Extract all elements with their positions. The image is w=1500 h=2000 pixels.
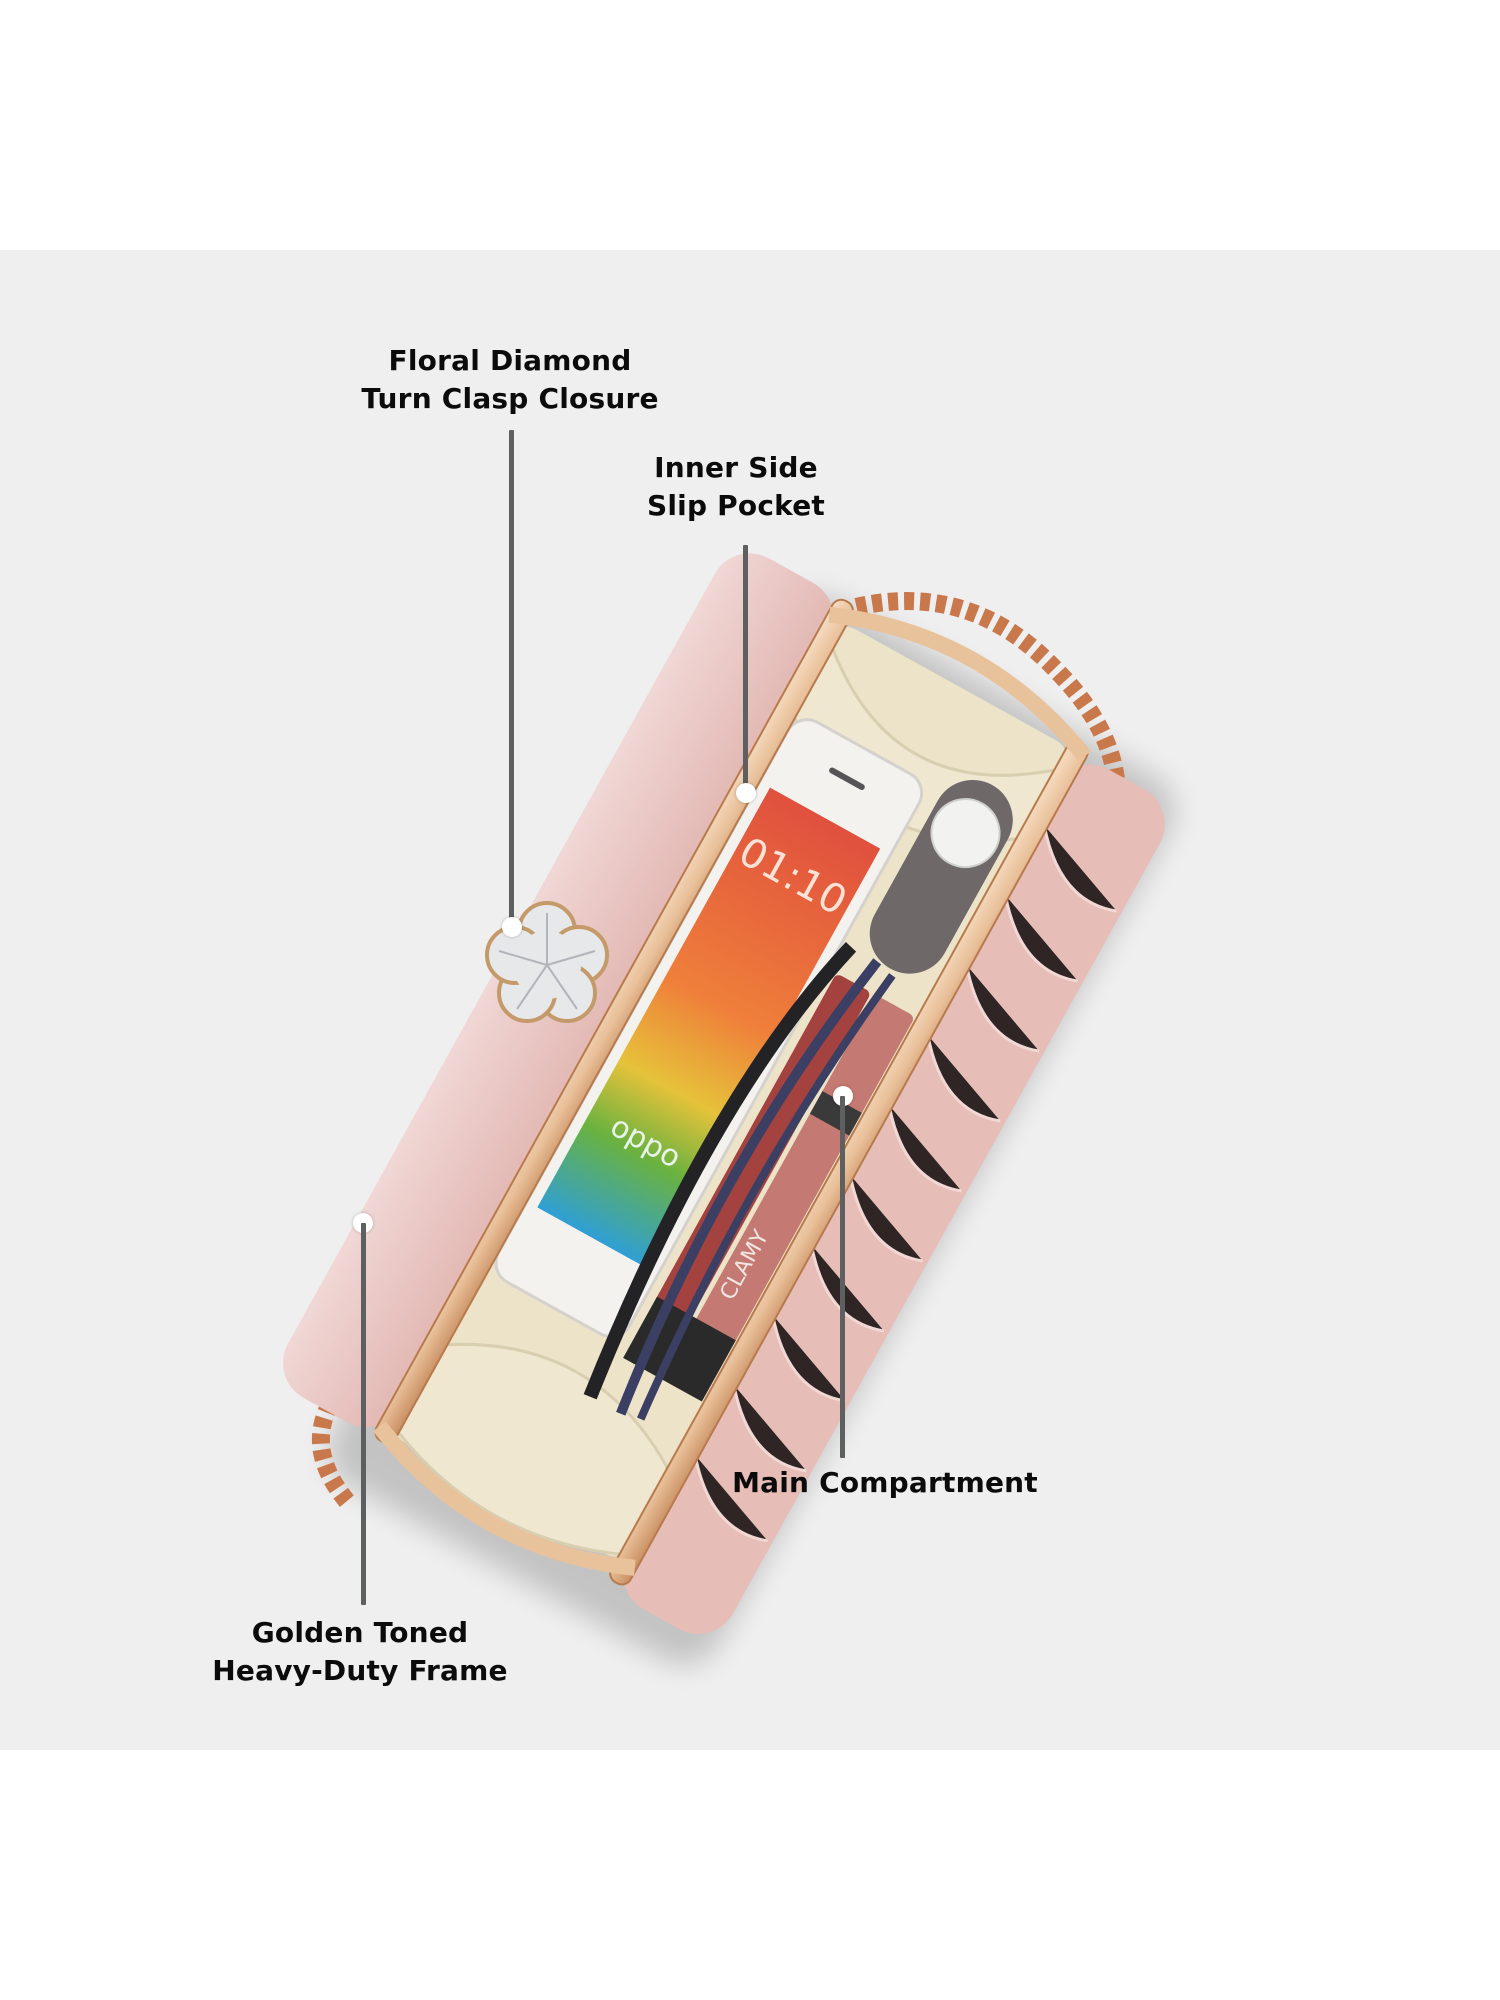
callout-label-line: Floral Diamond [388, 344, 632, 377]
callout-label-line: Golden Toned [251, 1616, 469, 1649]
callout-label-line: Turn Clasp Closure [361, 382, 659, 415]
callout-line-compartment [840, 1096, 845, 1458]
callout-dot-pocket [736, 783, 756, 803]
callout-label-line: Main Compartment [732, 1466, 1038, 1499]
callout-label-compartment: Main Compartment [720, 1464, 1050, 1502]
callout-label-line: Heavy-Duty Frame [212, 1654, 508, 1687]
callout-line-clasp [509, 430, 514, 927]
phone-in-pocket: 01:10 oppo [494, 718, 924, 1338]
callout-line-frame [361, 1223, 366, 1605]
floral-diamond-clasp [485, 901, 609, 1023]
callout-dot-clasp [502, 917, 522, 937]
callout-label-frame: Golden Toned Heavy-Duty Frame [200, 1614, 520, 1690]
callout-label-clasp: Floral Diamond Turn Clasp Closure [360, 342, 660, 418]
callout-label-line: Slip Pocket [647, 489, 825, 522]
callout-label-line: Inner Side [654, 451, 818, 484]
callout-line-pocket [743, 545, 748, 793]
chain-strap-top [854, 592, 1126, 798]
callout-label-pocket: Inner Side Slip Pocket [636, 449, 836, 525]
